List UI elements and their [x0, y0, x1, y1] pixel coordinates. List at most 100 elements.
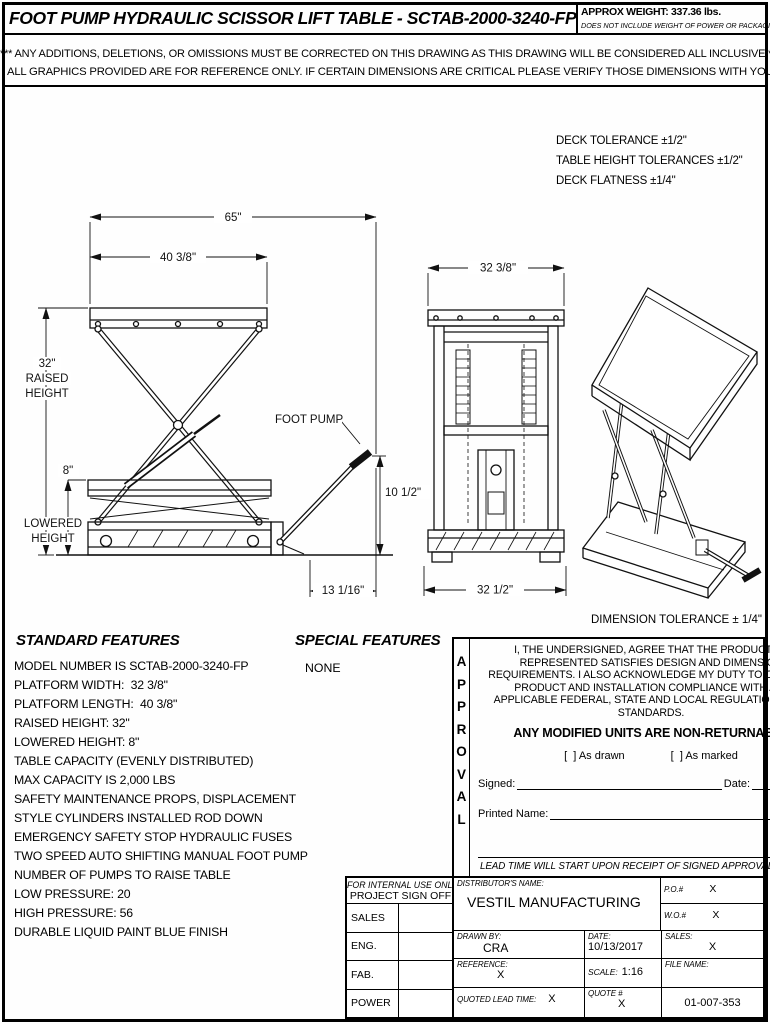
dim-overall-length: 65" — [225, 212, 242, 224]
quoted-lead-time-cell: QUOTED LEAD TIME: X — [454, 988, 585, 1017]
signoff-row-fab: FAB. — [347, 961, 454, 990]
drawn-by-label: DRAWN BY: — [457, 932, 501, 941]
approval-content: I, THE UNDERSIGNED, AGREE THAT THE PRODU… — [470, 639, 770, 876]
notice-line-1: *** ANY ADDITIONS, DELETIONS, OR OMISSIO… — [0, 48, 770, 60]
quoted-lead-time-label: QUOTED LEAD TIME: — [457, 995, 537, 1004]
scale-label: SCALE: — [588, 967, 618, 977]
deck-flatness-note: DECK FLATNESS ±1/4" — [556, 175, 676, 187]
dim-lowered-word-2: HEIGHT — [31, 533, 74, 545]
reference-cell: REFERENCE: X — [454, 959, 585, 987]
wo-label: W.O.# — [664, 910, 686, 920]
quoted-lead-time-value: X — [548, 993, 556, 1005]
approx-weight: APPROX WEIGHT: 337.36 lbs. — [581, 6, 721, 18]
feature-item: NUMBER OF PUMPS TO RAISE TABLE — [14, 868, 231, 882]
signoff-header: FOR INTERNAL USE ONLY PROJECT SIGN OFF — [347, 878, 458, 904]
scale-cell: SCALE: 1:16 — [585, 959, 662, 987]
file-name-value-cell: 01-007-353 — [662, 988, 763, 1017]
wo-value: X — [712, 908, 720, 921]
reference-label: REFERENCE: — [457, 960, 508, 969]
printed-name-line — [550, 808, 770, 820]
dim-raised-height-value: 32" — [39, 358, 56, 370]
feature-item: PLATFORM WIDTH: 32 3/8" — [14, 678, 168, 692]
feature-item: LOWERED HEIGHT: 8" — [14, 735, 140, 749]
as-drawn-checkbox: [ ] As drawn — [564, 749, 625, 762]
dim-lowered-height-value: 8" — [63, 465, 73, 477]
feature-item: TABLE CAPACITY (EVENLY DISTRIBUTED) — [14, 754, 254, 768]
sales-label: SALES: — [665, 932, 693, 941]
signoff-row-eng: ENG. — [347, 932, 454, 961]
sales-value: X — [708, 941, 717, 953]
signoff-label-eng: ENG. — [347, 932, 399, 960]
dim-platform-length: 40 3/8" — [160, 252, 196, 264]
sales-cell: SALES: X — [662, 931, 763, 958]
feature-item: MAX CAPACITY IS 2,000 LBS — [14, 773, 176, 787]
notice-line-2: ALL GRAPHICS PROVIDED ARE FOR REFERENCE … — [7, 66, 770, 78]
distributor-cell: DISTRIBUTOR'S NAME: VESTIL MANUFACTURING — [454, 878, 661, 930]
distributor-name: VESTIL MANUFACTURING — [467, 894, 641, 910]
technical-drawing: 65" 40 3/8" 32" RAISED HEIGHT 8" LOWERED… — [24, 210, 762, 599]
file-name-cell: FILE NAME: — [662, 959, 763, 987]
signoff-signature-cell — [399, 904, 454, 932]
signature-line — [517, 778, 722, 790]
feature-item: EMERGENCY SAFETY STOP HYDRAULIC FUSES — [14, 830, 293, 844]
file-name-label: FILE NAME: — [665, 960, 709, 969]
feature-item: PLATFORM LENGTH: 40 3/8" — [14, 697, 178, 711]
title-block-row-1: DISTRIBUTOR'S NAME: VESTIL MANUFACTURING… — [454, 878, 763, 931]
date-label: Date: — [723, 777, 751, 790]
quote-value: X — [618, 998, 626, 1010]
dim-lowered-word: LOWERED — [24, 518, 82, 530]
po-cell: P.O.# X — [661, 878, 763, 904]
wo-cell: W.O.# X — [661, 904, 763, 930]
feature-item: RAISED HEIGHT: 32" — [14, 716, 130, 730]
signoff-heading-1: FOR INTERNAL USE ONLY — [347, 880, 458, 890]
signoff-row-sales: SALES — [347, 904, 454, 933]
non-returnable-notice: ANY MODIFIED UNITS ARE NON-RETURNABLE — [513, 725, 770, 740]
distributor-label: DISTRIBUTOR'S NAME: — [457, 879, 544, 888]
feature-item: DURABLE LIQUID PAINT BLUE FINISH — [14, 925, 228, 939]
date-value: 10/13/2017 — [588, 941, 644, 953]
drawn-by-cell: DRAWN BY: CRA — [454, 931, 585, 958]
feature-item: TWO SPEED AUTO SHIFTING MANUAL FOOT PUMP — [14, 849, 308, 863]
dim-raised-word: RAISED — [26, 373, 69, 385]
approval-statement: I, THE UNDERSIGNED, AGREE THAT THE PRODU… — [488, 644, 770, 719]
date-line — [752, 778, 770, 790]
as-marked-checkbox: [ ] As marked — [670, 749, 738, 762]
table-height-tolerance-note: TABLE HEIGHT TOLERANCES ±1/2" — [556, 155, 743, 167]
standard-features-list: MODEL NUMBER IS SCTAB-2000-3240-FP PLATF… — [14, 657, 308, 942]
feature-item: LOW PRESSURE: 20 — [14, 887, 131, 901]
feature-item: MODEL NUMBER IS SCTAB-2000-3240-FP — [14, 659, 249, 673]
dimension-tolerance-note: DIMENSION TOLERANCE ± 1/4" — [590, 614, 762, 626]
title-block-row-4: QUOTED LEAD TIME: X QUOTE # X 01-007-353 — [454, 988, 763, 1017]
foot-pump-callout: FOOT PUMP — [275, 414, 343, 426]
signoff-label-fab: FAB. — [347, 961, 399, 989]
standard-features-heading: STANDARD FEATURES — [16, 632, 180, 649]
date-label: DATE: — [588, 932, 611, 941]
signed-label: Signed: — [478, 777, 516, 790]
isometric-view — [581, 287, 762, 599]
po-label: P.O.# — [664, 885, 683, 894]
approval-vertical-strip: APPROVAL — [454, 639, 470, 876]
po-value: X — [709, 883, 717, 895]
drawn-by-value: CRA — [483, 941, 509, 955]
dim-pedal-height: 10 1/2" — [385, 487, 421, 499]
title-block-row-2: DRAWN BY: CRA DATE: 10/13/2017 SALES: X — [454, 931, 763, 959]
dim-pedal-reach: 13 1/16" — [322, 585, 364, 597]
side-view-dimensions — [38, 213, 386, 597]
title-block: DISTRIBUTOR'S NAME: VESTIL MANUFACTURING… — [452, 876, 765, 1019]
signoff-label-sales: SALES — [347, 904, 399, 932]
approval-vertical-label: APPROVAL — [456, 654, 467, 827]
po-wo-cell: P.O.# X W.O.# X — [661, 878, 763, 930]
signature-row: Signed: Date: — [478, 778, 770, 790]
date-cell: DATE: 10/13/2017 — [585, 931, 662, 958]
printed-name-label: Printed Name: — [478, 807, 549, 820]
title-rule — [2, 33, 768, 35]
approval-checkboxes: [ ] As drawn [ ] As marked — [478, 750, 770, 762]
special-features-value: NONE — [305, 661, 341, 675]
feature-item: STYLE CYLINDERS INSTALLED ROD DOWN — [14, 811, 263, 825]
signoff-label-power: POWER — [347, 989, 399, 1017]
scale-value: 1:16 — [621, 966, 644, 978]
quote-cell: QUOTE # X — [585, 988, 662, 1017]
deck-tolerance-note: DECK TOLERANCE ±1/2" — [556, 135, 687, 147]
